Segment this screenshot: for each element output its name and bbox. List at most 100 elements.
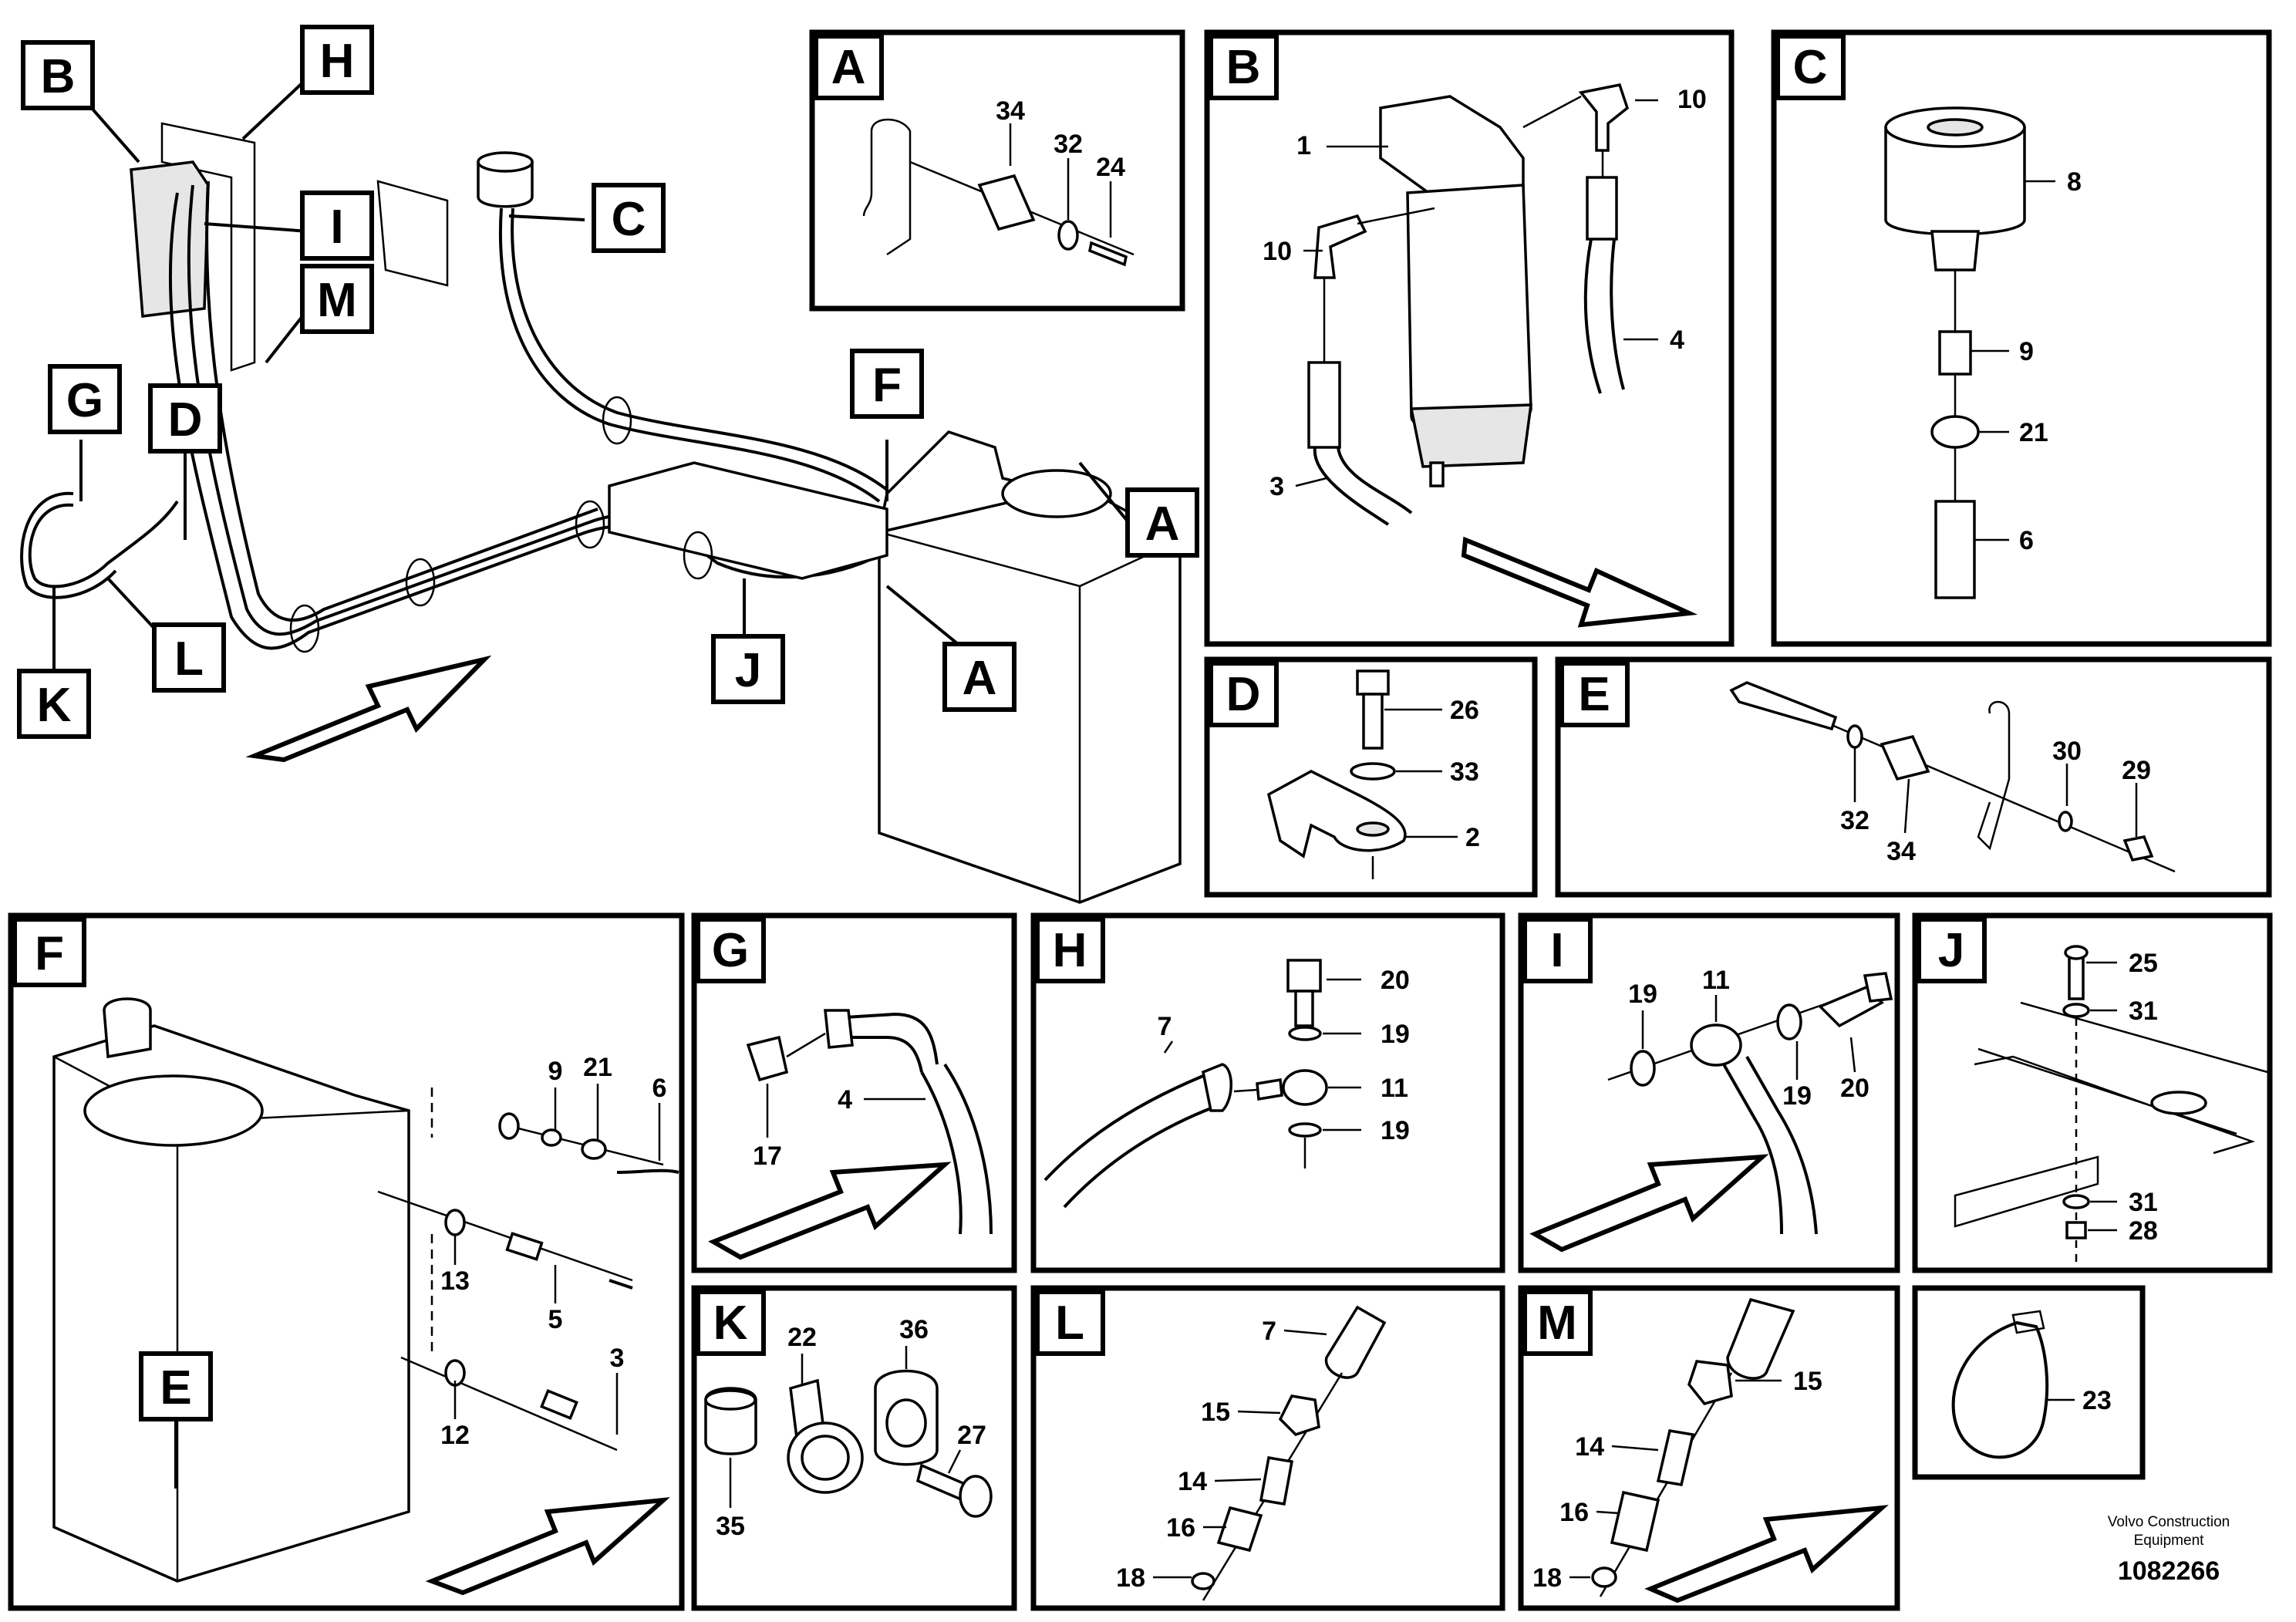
panel-K-sleeve-top xyxy=(704,1389,757,1411)
tag-L[interactable] xyxy=(152,622,226,693)
panel-M-nipple-14 xyxy=(1656,1429,1695,1486)
breather-neck xyxy=(1930,230,1980,271)
tag-D[interactable] xyxy=(148,383,222,454)
tag-H[interactable] xyxy=(300,25,374,95)
direction-arrow-G xyxy=(708,1162,952,1260)
direction-arrow-F xyxy=(425,1497,670,1596)
overview-tags: B H I M C G D F A A L K J xyxy=(17,25,1199,739)
panel-I-leaders xyxy=(1641,995,1856,1080)
panel-J-part-25: 25 xyxy=(2129,949,2158,978)
panel-G-link xyxy=(786,1032,826,1058)
panel-B-part-10b: 10 xyxy=(1263,237,1292,266)
panel-F-tag xyxy=(12,917,86,987)
panel-E-part-34: 34 xyxy=(1886,837,1916,866)
tag-C[interactable] xyxy=(592,183,666,253)
panel-E-nut-29 xyxy=(2122,835,2154,862)
tag-I-label: I xyxy=(330,201,343,254)
tag-I[interactable] xyxy=(300,191,374,261)
panel-F-fitting-9 xyxy=(541,1128,562,1147)
panel-K-tag xyxy=(696,1290,766,1356)
panel-H-bolt-shank xyxy=(1294,990,1314,1027)
panel-G-leaders xyxy=(766,1084,925,1138)
panel-F-inner-tag[interactable] xyxy=(139,1351,213,1421)
panel-L-part-18: 18 xyxy=(1116,1563,1145,1593)
panel-F-part-13: 13 xyxy=(440,1266,470,1296)
panel-I-part-19a: 19 xyxy=(1628,980,1657,1009)
panel-L-part-14: 14 xyxy=(1178,1467,1207,1496)
panel-J-part-28: 28 xyxy=(2129,1216,2158,1246)
panel-J-tag xyxy=(1917,917,1987,983)
panel-I-tag xyxy=(1522,917,1593,983)
panel-L-tag xyxy=(1035,1290,1105,1356)
hose-3-fitting xyxy=(1307,361,1341,449)
panel-M-part-15: 15 xyxy=(1793,1367,1822,1396)
panel-J-washer-31a xyxy=(2062,1003,2090,1018)
panel-K-part-27: 27 xyxy=(957,1421,986,1450)
panel-A-leaders xyxy=(1009,123,1112,238)
panel-I-label: I xyxy=(1550,924,1563,977)
panel-M-part-16: 16 xyxy=(1559,1498,1589,1527)
elbow-right xyxy=(1578,83,1630,152)
panel-J-leaders xyxy=(2086,961,2117,1232)
panel-K-part-22: 22 xyxy=(787,1323,817,1352)
panel-M-part-18: 18 xyxy=(1532,1563,1562,1593)
panel-I-banjo-11 xyxy=(1690,1023,1742,1067)
clamp-ring-2 xyxy=(405,558,436,607)
direction-arrow-I xyxy=(1529,1154,1769,1253)
panel-L-union-16 xyxy=(1216,1506,1263,1553)
panel-I-bolt-head xyxy=(1863,972,1893,1003)
clamp-2-hole xyxy=(1356,821,1390,837)
tag-K-label: K xyxy=(37,679,72,732)
panel-M-label: M xyxy=(1537,1297,1577,1350)
panel-I-hose xyxy=(1722,1056,1818,1235)
panel-E-leaders xyxy=(1853,748,2138,837)
panel-H: H 7 20 19 11 19 xyxy=(1030,912,1505,1273)
tag-J[interactable] xyxy=(711,634,785,704)
panel-J: J 25 31 31 28 xyxy=(1912,912,2273,1273)
footer: Volvo Construction Equipment 1082266 xyxy=(2108,1514,2230,1586)
mounting-bracket xyxy=(376,180,449,287)
tag-F[interactable] xyxy=(850,349,924,419)
panel-M: M 15 14 16 18 xyxy=(1518,1285,1900,1611)
tag-K[interactable] xyxy=(17,669,91,739)
filter-drain-cap xyxy=(1409,403,1533,468)
hose-bundle-3 xyxy=(205,180,598,622)
footer-company-line2: Equipment xyxy=(2134,1533,2205,1549)
panel-K-label: K xyxy=(713,1297,748,1350)
panel-I-part-19b: 19 xyxy=(1782,1081,1812,1111)
panel-H-part-7: 7 xyxy=(1158,1012,1172,1041)
tag-B[interactable] xyxy=(21,40,95,110)
panel-A-tag xyxy=(814,34,884,100)
rail-overview xyxy=(608,461,888,580)
tag-A-lower[interactable] xyxy=(942,642,1017,712)
panel-J-rail-top xyxy=(1974,1001,2268,1155)
panel-clip-frame xyxy=(1912,1285,2146,1480)
panel-H-hose-7 xyxy=(1043,1074,1215,1209)
breather-hole xyxy=(1927,118,1984,137)
panel-D-part-2: 2 xyxy=(1465,823,1480,852)
tag-H-label: H xyxy=(320,35,355,88)
conn-left xyxy=(1357,207,1435,225)
tank-detail xyxy=(52,1024,410,1583)
direction-arrow-B xyxy=(1461,536,1698,628)
panel-G-nut xyxy=(824,1009,854,1049)
panel-F-part-5: 5 xyxy=(548,1305,563,1334)
bolt-26-head xyxy=(1356,669,1390,696)
tag-A-upper[interactable] xyxy=(1125,487,1199,558)
panel-C-part-9: 9 xyxy=(2019,337,2034,366)
tag-M[interactable] xyxy=(300,264,374,334)
panel-K-clamp-hole xyxy=(801,1435,850,1481)
panel-I-washer-19a xyxy=(1630,1050,1656,1087)
panel-C-leaders xyxy=(1971,180,2055,541)
panel-B-tag xyxy=(1209,34,1279,100)
panel-H-bolt-head xyxy=(1286,959,1322,993)
panel-G-hose-4 xyxy=(920,1063,993,1235)
panel-A-part-34: 34 xyxy=(996,96,1025,126)
tag-A-lower-label: A xyxy=(963,652,997,705)
tag-G[interactable] xyxy=(48,364,122,434)
panel-E-part-29: 29 xyxy=(2122,756,2151,785)
panel-C-part-8: 8 xyxy=(2067,167,2082,197)
panel-K-bushing-hole xyxy=(885,1398,927,1448)
hose-bundle-1 xyxy=(168,192,880,650)
panel-D-tag xyxy=(1209,661,1279,727)
